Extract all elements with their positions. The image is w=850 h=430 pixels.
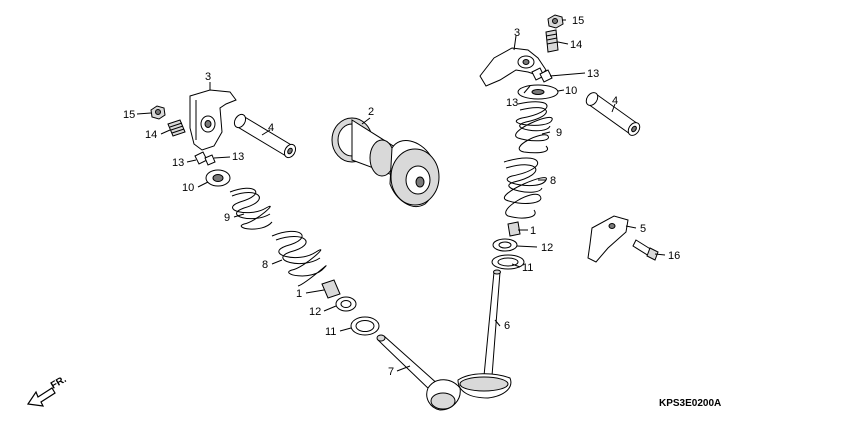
catalog-code: KPS3E0200A xyxy=(659,398,721,409)
bolt xyxy=(632,239,659,261)
adjust-screw-right xyxy=(545,29,559,53)
callout-nut-right: 15 xyxy=(572,15,584,27)
callout-clip-left-a: 13 xyxy=(172,157,184,169)
leader-lines xyxy=(136,19,666,372)
front-direction-arrow: FR. xyxy=(26,374,69,407)
callout-stem-seal-left: 12 xyxy=(309,306,321,318)
outer-spring-right xyxy=(515,101,553,154)
nut-left xyxy=(150,105,166,120)
rocker-arm-left xyxy=(189,89,237,151)
callout-outer-spring-right: 9 xyxy=(556,127,562,139)
intake-valve xyxy=(376,334,461,411)
clips-left xyxy=(194,151,216,166)
clips-right xyxy=(531,67,553,83)
front-label: FR. xyxy=(49,374,69,392)
callout-clip-right-b: 13 xyxy=(506,97,518,109)
callout-exhaust-valve: 6 xyxy=(504,320,510,332)
cotter-left xyxy=(321,279,341,299)
callout-rocker-shaft-left: 4 xyxy=(268,122,274,134)
callout-spring-seat-right: 11 xyxy=(522,262,533,274)
callout-inner-spring-left: 8 xyxy=(262,259,268,271)
callout-cotter-left: 1 xyxy=(296,288,302,300)
callout-camshaft: 2 xyxy=(368,106,374,118)
callout-holder-plate: 5 xyxy=(640,223,646,235)
callout-rocker-arm-left: 3 xyxy=(205,71,211,83)
callout-rocker-arm-right: 3 xyxy=(514,27,520,39)
callout-stem-seal-right: 12 xyxy=(541,242,553,254)
cotter-right xyxy=(507,221,521,237)
callout-retainer-right: 10 xyxy=(565,85,577,97)
callout-intake-valve: 7 xyxy=(388,366,394,378)
adjust-screw-left xyxy=(167,119,186,137)
rocker-shaft-right xyxy=(585,92,641,136)
inner-spring-right xyxy=(503,157,547,219)
inner-spring-left xyxy=(271,230,327,287)
callout-retainer-left: 10 xyxy=(182,182,194,194)
holder-plate xyxy=(587,215,629,263)
callout-adjust-screw-right: 14 xyxy=(570,39,582,51)
spring-seat-left xyxy=(350,316,380,336)
camshaft xyxy=(331,117,440,207)
rocker-shaft-left xyxy=(233,113,297,159)
callout-inner-spring-right: 8 xyxy=(550,175,556,187)
callout-rocker-shaft-right: 4 xyxy=(612,95,618,107)
callout-clip-right-a: 13 xyxy=(587,68,599,80)
retainer-right xyxy=(517,84,559,100)
callout-spring-seat-left: 11 xyxy=(325,326,336,338)
callout-adjust-screw-left: 14 xyxy=(145,129,157,141)
stem-seal-left xyxy=(335,296,357,312)
callout-cotter-right: 1 xyxy=(530,225,536,237)
callouts: 3 15 14 13 13 4 2 10 9 8 1 12 11 7 3 15 … xyxy=(123,15,680,378)
exhaust-valve xyxy=(457,269,512,399)
callout-clip-left-b: 13 xyxy=(232,151,244,163)
retainer-left xyxy=(205,169,231,187)
callout-nut-left: 15 xyxy=(123,109,135,121)
nut-right xyxy=(547,14,564,29)
outer-spring-left xyxy=(229,187,273,230)
callout-outer-spring-left: 9 xyxy=(224,212,230,224)
stem-seal-right xyxy=(492,238,518,252)
callout-bolt: 16 xyxy=(668,250,680,262)
